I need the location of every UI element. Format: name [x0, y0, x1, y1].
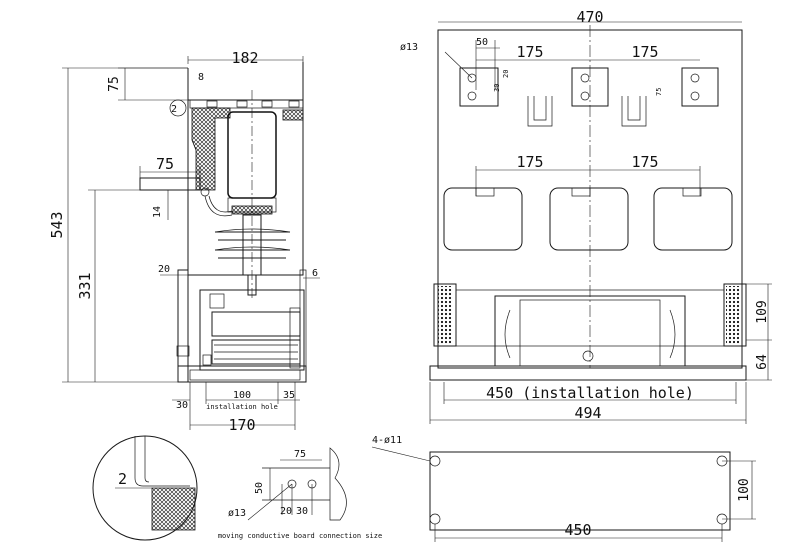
board-dim-50: 50: [254, 482, 265, 494]
u-bracket-right: [621, 96, 647, 127]
detail-dim-2: 2: [118, 470, 127, 488]
side-terminal: [139, 177, 201, 191]
dim-175-top-b: 175: [631, 43, 658, 61]
dim-20: 20: [158, 264, 170, 275]
installation-hole-label: installation hole: [206, 403, 278, 411]
dim-470: 470: [576, 8, 603, 26]
dim-331: 331: [76, 272, 94, 299]
dim-543: 543: [48, 211, 66, 238]
dim-14: 14: [152, 206, 163, 218]
board-dim-75: 75: [294, 449, 306, 460]
front-view: 470 ø13 50 175 175 30 20 75 175 175 109 …: [400, 8, 772, 424]
detail-callout-circle: [169, 99, 187, 117]
dim-100-base: 100: [233, 390, 251, 401]
dim-20: 20: [502, 70, 510, 78]
plate-dim-100: 100: [737, 478, 752, 501]
dim-175-top-a: 175: [516, 43, 543, 61]
dim-175-window-a: 175: [516, 153, 543, 171]
dim-494: 494: [574, 404, 601, 422]
hole-dia-13: ø13: [400, 42, 418, 53]
dim-170: 170: [228, 416, 255, 434]
board-dim-30: 30: [296, 506, 308, 517]
dim-6: 6: [312, 268, 318, 279]
dim-64: 64: [755, 354, 770, 370]
dim-50: 50: [476, 37, 488, 48]
plate-dim-450: 450: [564, 521, 591, 539]
board-outline: [329, 447, 347, 521]
board-hole-13: ø13: [228, 508, 246, 519]
dim-75: 75: [655, 88, 663, 96]
dim-75-terminal: 75: [156, 155, 174, 173]
detail-mark-2: 2: [171, 104, 177, 115]
plate-view: 4-ø11 100 450: [371, 435, 756, 542]
dim-182: 182: [231, 49, 258, 67]
board-view: 75 50 ø13 20 30 moving conductive board …: [218, 447, 382, 540]
plate-holes-label: 4-ø11: [372, 435, 402, 446]
side-insulator-hatch: [191, 107, 231, 191]
dim-8: 8: [198, 72, 204, 83]
dim-30-base: 30: [176, 400, 188, 411]
board-caption: moving conductive board connection size: [218, 532, 382, 540]
detail-view: 2: [92, 435, 198, 541]
dim-30: 30: [493, 84, 501, 92]
side-mechanism: [199, 289, 305, 371]
dim-75-top: 75: [107, 76, 122, 92]
dim-175-window-b: 175: [631, 153, 658, 171]
mounting-plate: [429, 451, 731, 531]
dim-109: 109: [755, 300, 770, 323]
side-view: 182 8 75 2 75 543 331 14 20 6 30 100 35 …: [48, 49, 320, 434]
dim-450-install: 450 (installation hole): [486, 384, 694, 402]
board-dim-20: 20: [280, 506, 292, 517]
dim-35-base: 35: [283, 390, 295, 401]
u-bracket-left: [527, 96, 553, 127]
